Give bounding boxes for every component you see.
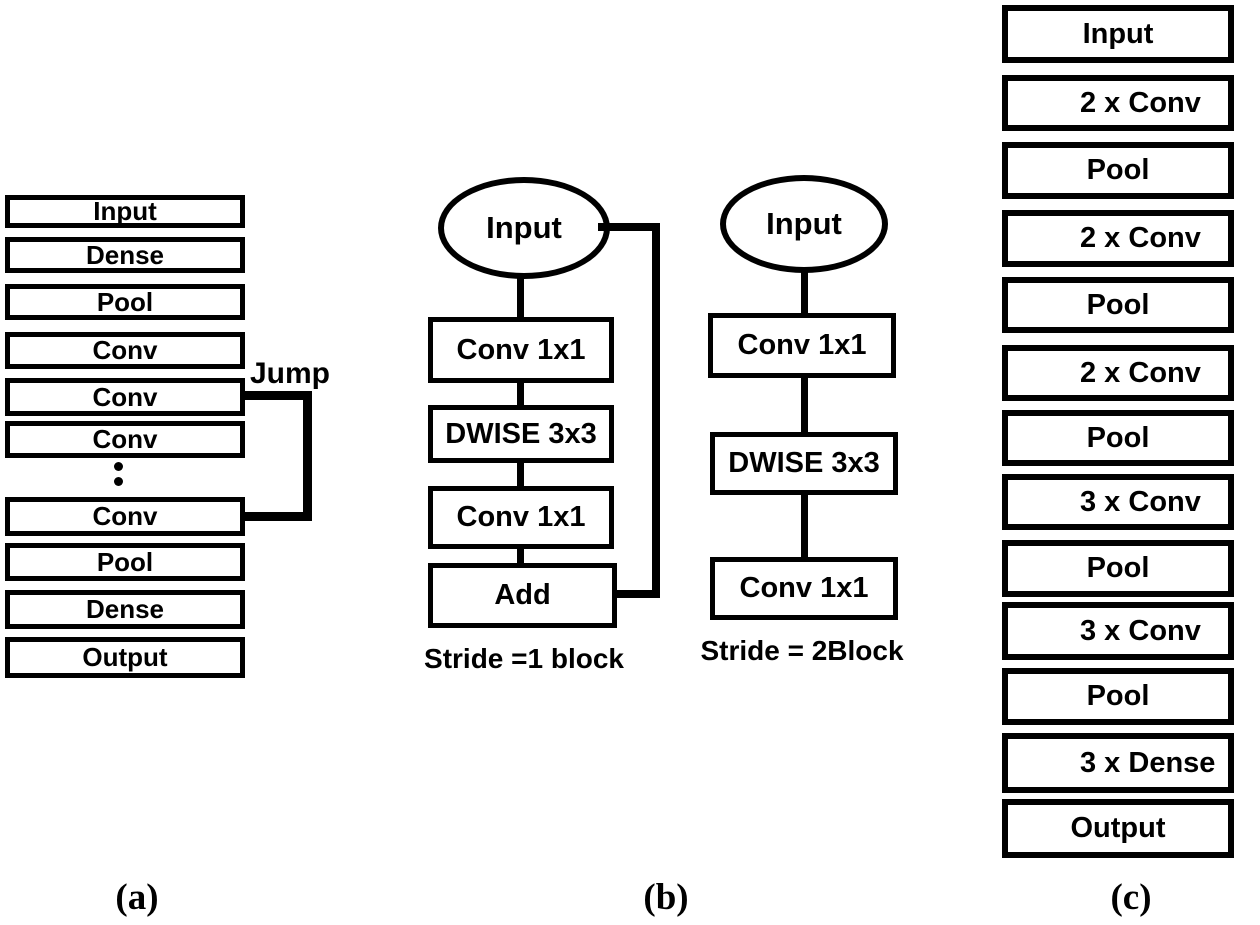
layer-box-pool-2: Pool [5, 543, 245, 581]
layer-box-conv1x1-b: Conv 1x1 [710, 557, 898, 620]
jump-connection-label: Jump [250, 357, 331, 390]
layer-box-pool-1: Pool [1002, 142, 1234, 199]
connector-line [517, 380, 524, 408]
layer-box-pool-5: Pool [1002, 668, 1234, 725]
layer-box-add: Add [428, 563, 617, 628]
layer-box-pool: Pool [5, 284, 245, 320]
layer-box-output: Output [1002, 799, 1234, 858]
layer-box-2xconv-3: 2 x Conv [1002, 345, 1234, 401]
jump-line-top [240, 391, 312, 400]
skip-line-bottom [612, 590, 660, 598]
layer-box-3xdense: 3 x Dense [1002, 733, 1234, 793]
connector-line [801, 492, 808, 560]
layer-box-2xconv-1: 2 x Conv [1002, 75, 1234, 131]
stride1-caption: Stride =1 block [424, 643, 624, 674]
layer-box-conv-n-jump-end: Conv [5, 497, 245, 536]
layer-box-conv-2-jump-start: Conv [5, 378, 245, 416]
layer-box-dense: Dense [5, 237, 245, 273]
layer-box-pool-2: Pool [1002, 277, 1234, 333]
connector-line [517, 460, 524, 489]
panel-b-caption: (b) [643, 877, 689, 918]
layer-box-input: Input [1002, 5, 1234, 63]
ellipsis-dot [114, 477, 123, 486]
skip-line-vertical [652, 223, 660, 598]
panel-c-caption: (c) [1110, 877, 1152, 918]
layer-box-conv-3: Conv [5, 421, 245, 458]
layer-box-dense-2: Dense [5, 590, 245, 629]
layer-box-input: Input [5, 195, 245, 228]
layer-box-dwise3x3-a: DWISE 3x3 [428, 405, 614, 463]
layer-box-2xconv-2: 2 x Conv [1002, 210, 1234, 267]
ellipsis-dot [114, 462, 123, 471]
input-ellipse: Input [438, 177, 610, 279]
layer-box-conv1x1-a: Conv 1x1 [708, 313, 896, 378]
connector-line [517, 546, 524, 566]
layer-box-pool-3: Pool [1002, 410, 1234, 466]
layer-box-conv1x1-b: Conv 1x1 [428, 486, 614, 549]
connector-line [801, 375, 808, 435]
input-ellipse: Input [720, 175, 888, 273]
connector-line [801, 271, 808, 316]
layer-box-conv-1: Conv [5, 332, 245, 369]
layer-box-3xconv-2: 3 x Conv [1002, 602, 1234, 660]
layer-box-3xconv-1: 3 x Conv [1002, 474, 1234, 530]
skip-line-top [598, 223, 660, 231]
layer-box-conv1x1-a: Conv 1x1 [428, 317, 614, 383]
layer-box-dwise3x3-a: DWISE 3x3 [710, 432, 898, 495]
jump-line-bottom [245, 512, 312, 521]
layer-box-pool-4: Pool [1002, 540, 1234, 597]
jump-line-vertical [303, 391, 312, 521]
layer-box-output: Output [5, 637, 245, 678]
connector-line [517, 276, 524, 320]
stride2-caption: Stride = 2Block [700, 635, 904, 666]
panel-a-caption: (a) [115, 877, 159, 918]
